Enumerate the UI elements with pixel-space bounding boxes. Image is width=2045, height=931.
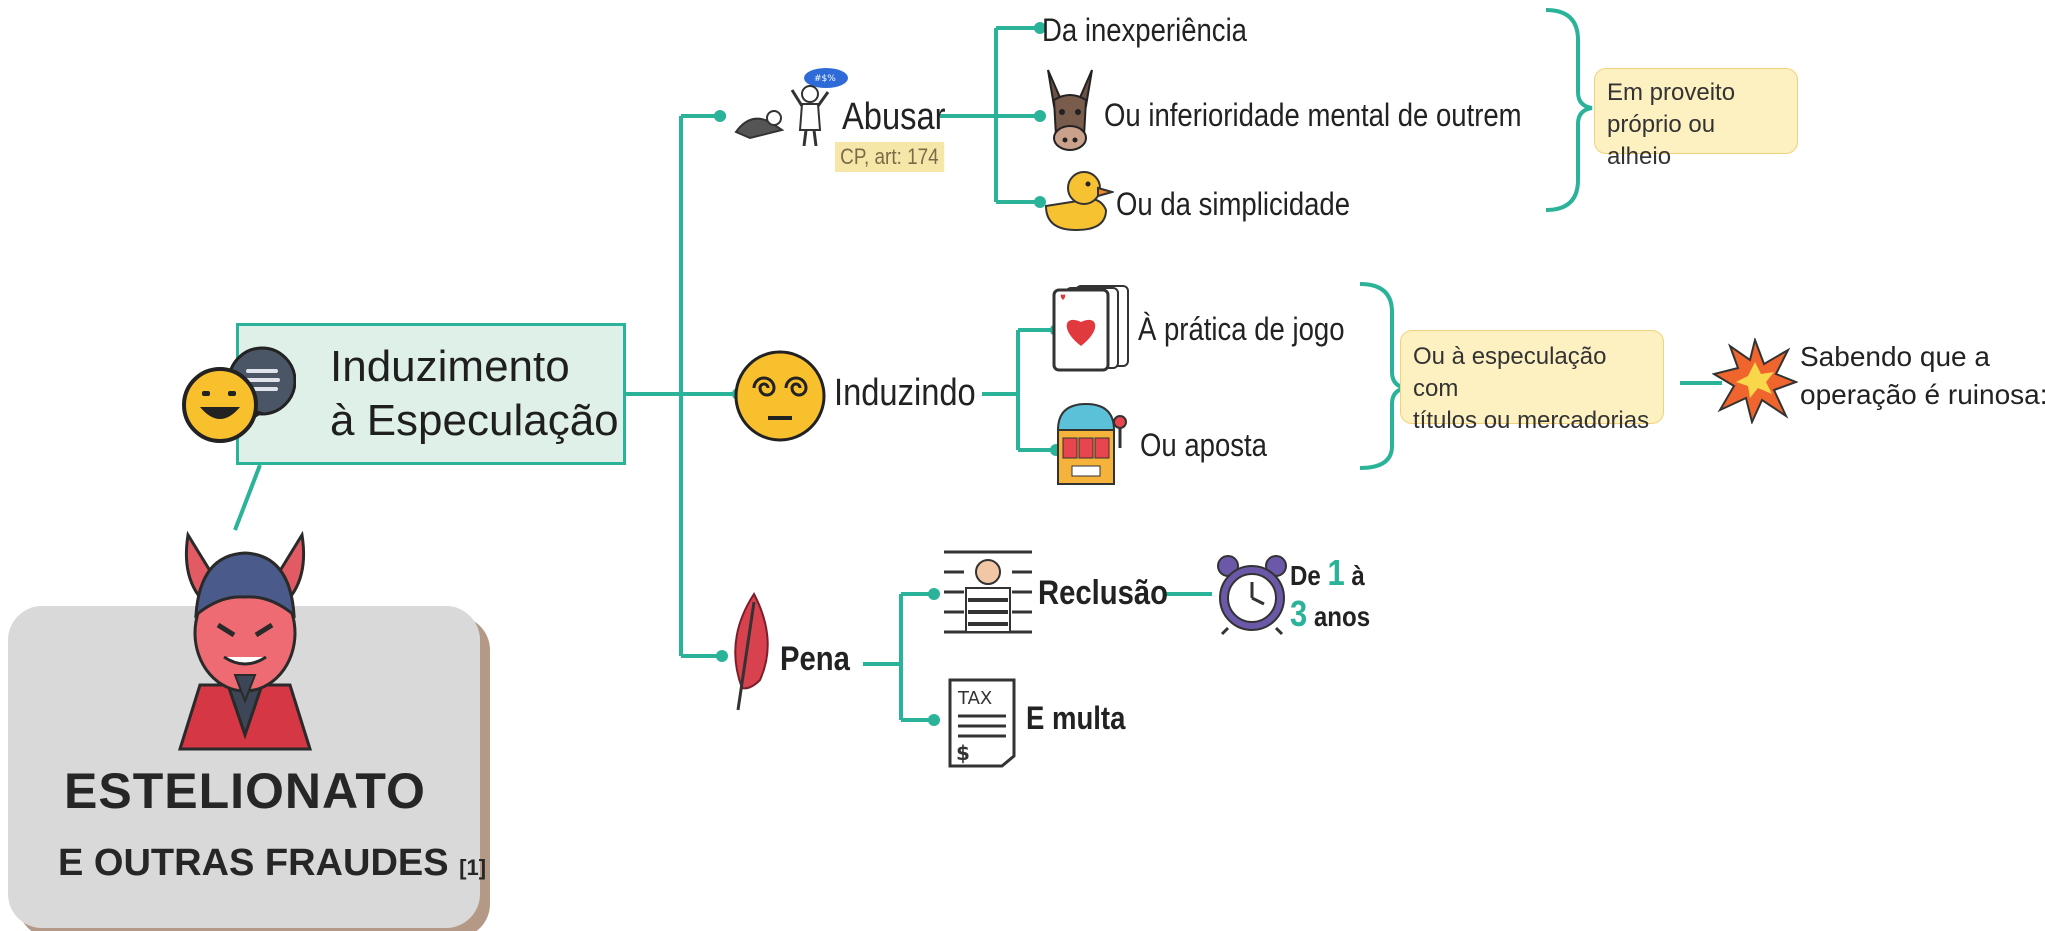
note-proveito[interactable]: Em proveito próprio ou alheio <box>1594 68 1798 170</box>
speech-bubble-icon <box>182 346 296 443</box>
leaf-inexperiencia[interactable]: Da inexperiência <box>1042 12 1247 48</box>
root-node[interactable] <box>236 323 626 465</box>
ruinosa-line-2: operação é ruinosa: <box>1800 379 2045 410</box>
card-subtitle: E OUTRAS FRAUDES [1] <box>58 842 486 885</box>
svg-text:TAX: TAX <box>957 688 992 709</box>
leaf-reclusao[interactable]: Reclusão <box>1038 574 1169 612</box>
time-to: 3 <box>1290 593 1308 634</box>
leaf-simplicidade[interactable]: Ou da simplicidade <box>1116 186 1351 222</box>
leaf-jogo[interactable]: À prática de jogo <box>1138 311 1345 347</box>
citation-badge: CP, art: 174 <box>835 142 944 172</box>
time-from: 1 <box>1327 552 1345 593</box>
node-pena[interactable]: Pena <box>780 640 850 678</box>
note-especulacao[interactable]: Ou à especulação com títulos ou mercador… <box>1400 330 1664 434</box>
hypnotized-emoji-icon <box>734 350 826 442</box>
quill-icon <box>734 592 769 711</box>
time-a: à <box>1351 560 1365 591</box>
brace-abusar <box>1545 8 1593 212</box>
root-line-1: Induzimento <box>330 342 570 391</box>
note-especulacao-line-1: Ou à especulação com <box>1413 343 1607 402</box>
playing-cards-icon <box>1052 285 1129 372</box>
devil-icon <box>177 530 313 751</box>
leaf-inferioridade[interactable]: Ou inferioridade mental de outrem <box>1104 97 1522 133</box>
time-range: De 1 à 3 anos <box>1290 554 1370 636</box>
time-unit: anos <box>1313 601 1371 632</box>
rubber-duck-icon <box>1044 171 1114 232</box>
time-de: De <box>1290 560 1321 591</box>
leaf-multa[interactable]: E multa <box>1026 700 1126 736</box>
node-induzindo[interactable]: Induzindo <box>834 372 976 414</box>
prisoner-icon <box>944 550 1032 634</box>
explosion-icon <box>1712 338 1798 424</box>
ruinosa-text: Sabendo que a operação é ruinosa: <box>1800 338 2045 414</box>
ruinosa-line-1: Sabendo que a <box>1800 341 1990 372</box>
note-especulacao-line-2: títulos ou mercadorias <box>1413 407 1650 434</box>
donkey-icon <box>1047 69 1093 151</box>
note-proveito-line-2: próprio ou alheio <box>1607 111 1716 170</box>
card-connector <box>233 464 262 531</box>
slot-machine-icon <box>1056 402 1127 485</box>
tax-document-icon: TAX $ <box>948 678 1016 768</box>
root-line-2: à Especulação <box>330 396 619 445</box>
card-subtitle-text: E OUTRAS FRAUDES <box>58 842 449 884</box>
svg-text:$: $ <box>956 741 970 765</box>
leaf-aposta[interactable]: Ou aposta <box>1140 427 1267 463</box>
svg-text:#$%: #$% <box>814 74 836 84</box>
alarm-clock-icon <box>1217 555 1287 636</box>
worship-icon: #$% <box>734 68 848 146</box>
node-abusar[interactable]: Abusar <box>842 96 946 138</box>
card-title: ESTELIONATO <box>64 763 426 819</box>
note-proveito-line-1: Em proveito <box>1607 79 1736 106</box>
root-title: Induzimento à Especulação <box>330 340 619 448</box>
card-reference[interactable]: [1] <box>459 855 487 880</box>
